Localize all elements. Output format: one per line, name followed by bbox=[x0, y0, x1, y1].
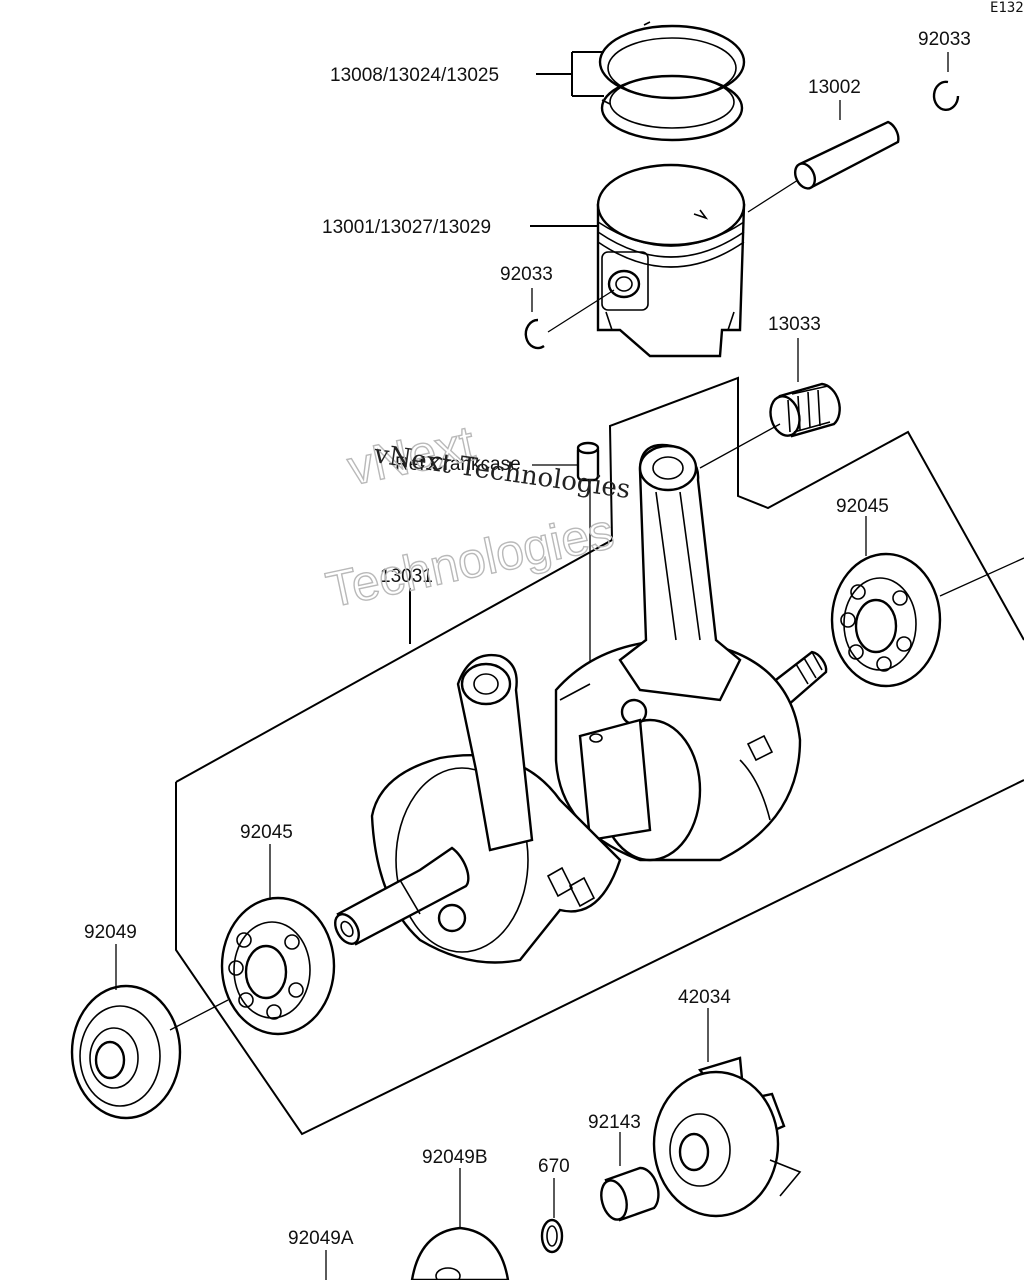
label-ring-set: 13008/13024/13025 bbox=[330, 65, 499, 86]
diagram-id: E132 bbox=[990, 0, 1024, 16]
needle-bearing bbox=[769, 382, 841, 438]
leader-seal-left bbox=[115, 944, 229, 1031]
pump-rotor bbox=[652, 1056, 802, 1218]
label-seal-left: 92049 bbox=[84, 922, 137, 943]
leader-piston-pin bbox=[747, 100, 841, 213]
label-piston-pin: 13002 bbox=[808, 77, 861, 98]
crankshaft-assembly-outline bbox=[175, 376, 1024, 1136]
leader-ring-set bbox=[536, 51, 604, 97]
label-seal-b: 92049B bbox=[422, 1147, 488, 1168]
label-crankshaft: 13031 bbox=[380, 566, 433, 587]
ball-bearing-right bbox=[830, 552, 942, 688]
collar bbox=[600, 1166, 660, 1222]
label-ref-crankcase: Ref.Crankcase bbox=[395, 454, 521, 475]
oil-seal-left bbox=[70, 984, 182, 1120]
washer bbox=[540, 1218, 564, 1254]
ball-bearing-left bbox=[220, 896, 336, 1036]
leader-bearing-right bbox=[865, 516, 1024, 597]
label-circlip-right: 92033 bbox=[918, 29, 971, 50]
label-washer: 670 bbox=[538, 1156, 570, 1177]
label-needle-bearing: 13033 bbox=[768, 314, 821, 335]
circlip-right bbox=[932, 80, 960, 111]
watermark-line3: Technologies bbox=[321, 503, 618, 618]
piston bbox=[596, 163, 746, 358]
crankshaft bbox=[334, 443, 828, 964]
oil-seal-b bbox=[410, 1226, 510, 1280]
leader-needle-bearing bbox=[699, 338, 799, 469]
label-circlip-left: 92033 bbox=[500, 264, 553, 285]
piston-pin bbox=[793, 120, 900, 190]
label-bearing-left: 92045 bbox=[240, 822, 293, 843]
circlip-left bbox=[524, 318, 545, 350]
label-rotor: 42034 bbox=[678, 987, 731, 1008]
leader-circlip-left bbox=[531, 288, 615, 333]
label-bearing-right: 92045 bbox=[836, 496, 889, 517]
piston-ring-set bbox=[598, 21, 746, 142]
dowel-pin bbox=[576, 441, 600, 482]
label-seal-a: 92049A bbox=[288, 1228, 354, 1249]
label-collar: 92143 bbox=[588, 1112, 641, 1133]
label-piston: 13001/13027/13029 bbox=[322, 217, 491, 238]
